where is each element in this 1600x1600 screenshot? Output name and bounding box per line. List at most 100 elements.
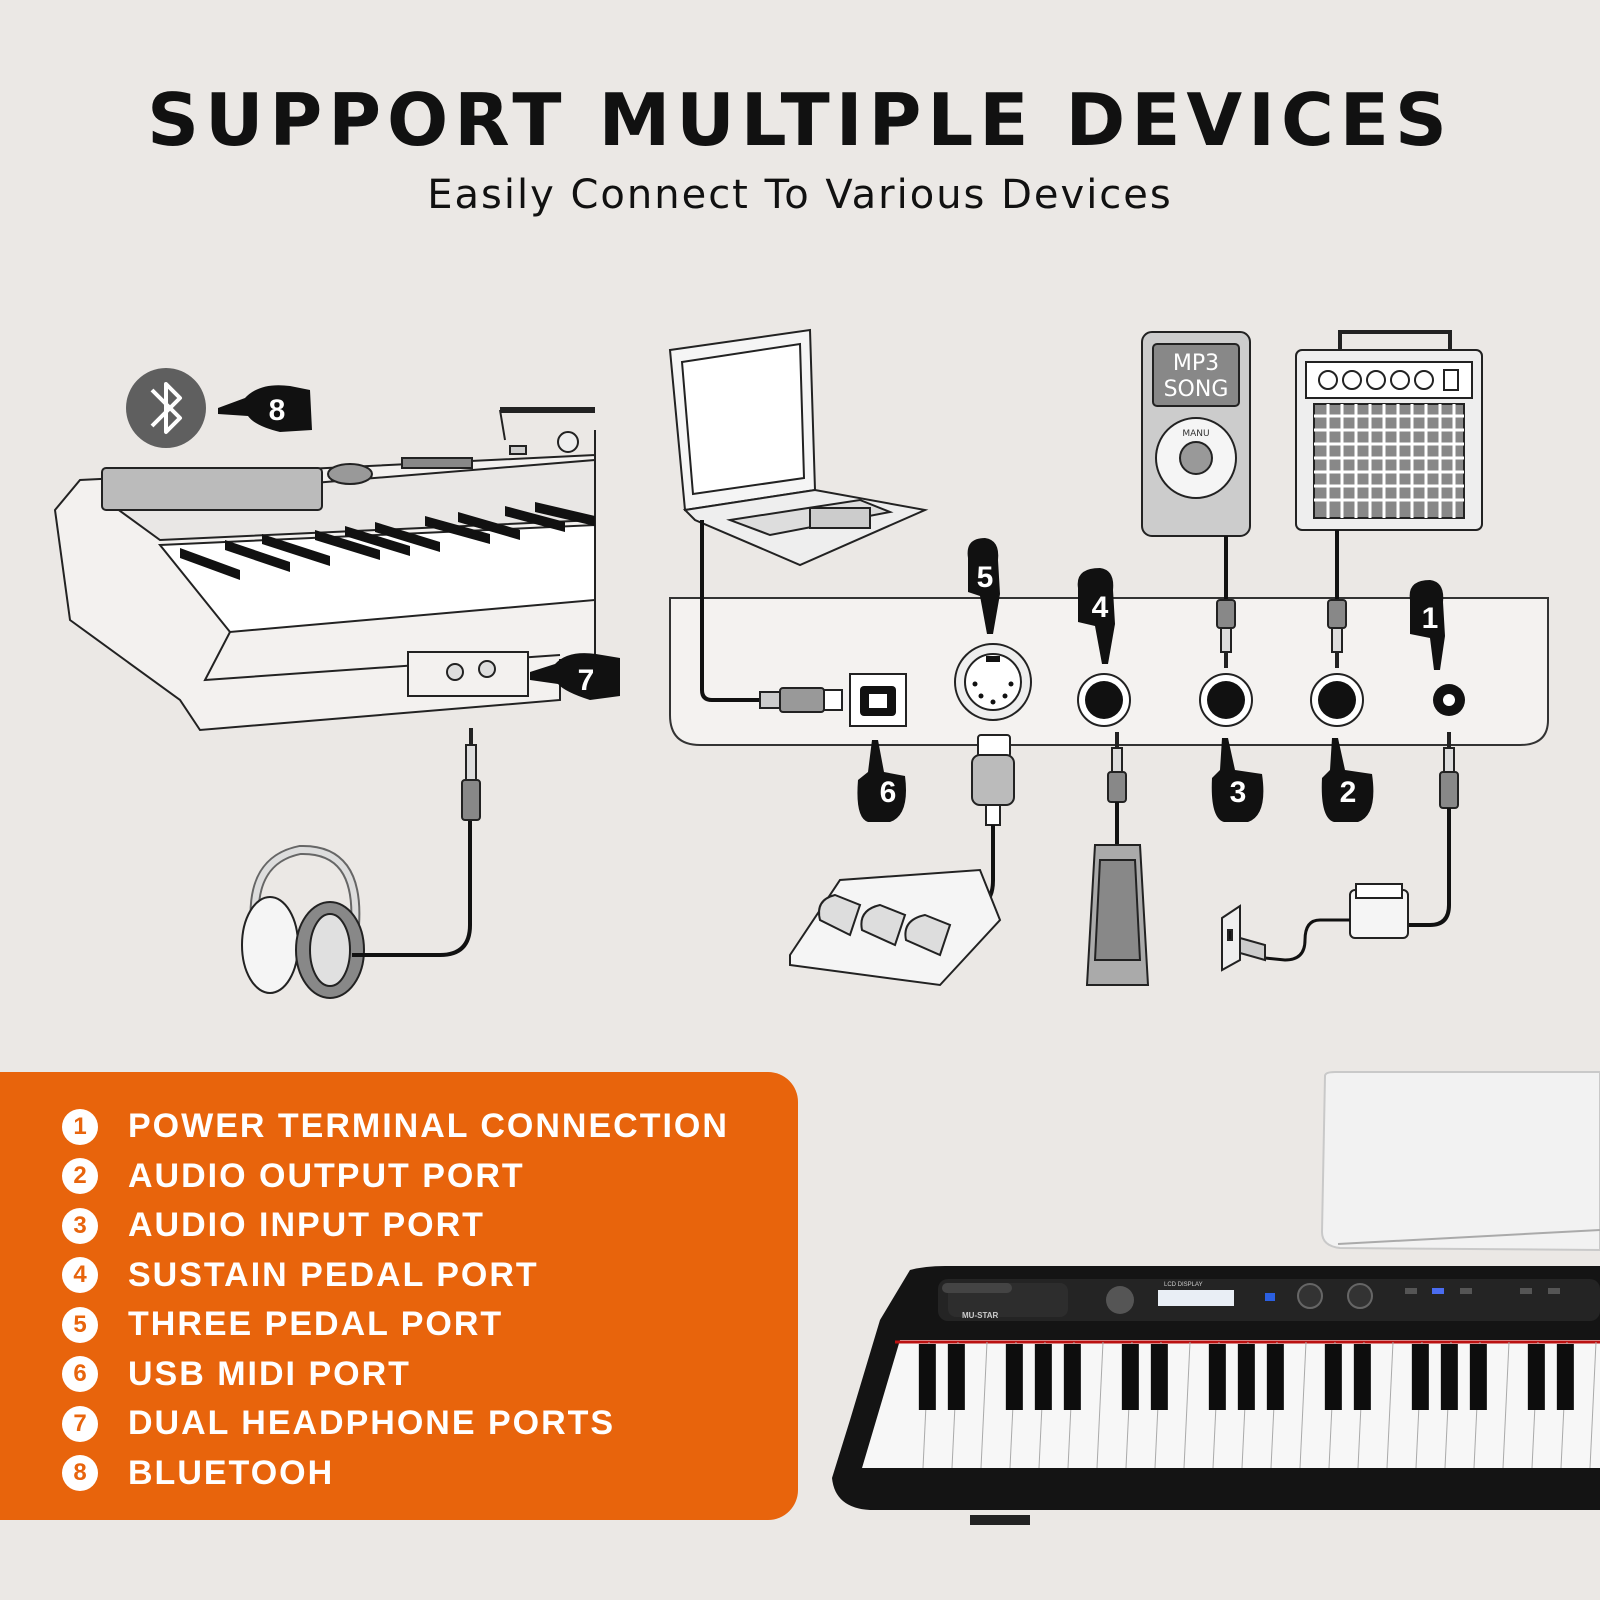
- pointer-number-7: 7: [578, 664, 595, 697]
- mp3-player-icon: [1141, 331, 1251, 537]
- legend-panel: [0, 1072, 798, 1520]
- amplifier-grille: [1314, 404, 1464, 518]
- white-key-divider: [1299, 1341, 1307, 1469]
- pointer-hand-3: 3: [1211, 738, 1264, 822]
- legend-item-power: 1 POWER TERMINAL CONNECTION: [62, 1102, 729, 1152]
- legend-number: 4: [62, 1257, 98, 1294]
- headphone-cable: [352, 820, 472, 957]
- port-legend-list: 1 POWER TERMINAL CONNECTION 2 AUDIO OUTPUT…: [62, 1102, 729, 1498]
- legend-label: POWER TERMINAL CONNECTION: [128, 1107, 729, 1146]
- black-key: [1034, 1344, 1052, 1410]
- white-key-divider: [1183, 1341, 1191, 1469]
- legend-label: SUSTAIN PEDAL PORT: [128, 1255, 539, 1294]
- usb-plug: [759, 687, 843, 713]
- pointer-hand-5: 5: [967, 538, 1000, 634]
- headphone-jack-plug: [461, 728, 481, 821]
- pointer-number-3: 3: [1230, 776, 1247, 809]
- black-key: [1411, 1344, 1429, 1410]
- pointer-hand-1: 1: [1409, 580, 1445, 670]
- black-key: [1266, 1344, 1284, 1410]
- midi-plug: [971, 734, 1015, 826]
- piano-brand: MU-STAR: [962, 1311, 999, 1320]
- legend-number: 3: [62, 1207, 98, 1244]
- legend-item-sustain-pedal: 4 SUSTAIN PEDAL PORT: [62, 1251, 729, 1301]
- pointer-hand-2: 2: [1321, 738, 1374, 822]
- piano-display-label: LCD DISPLAY: [1164, 1282, 1203, 1288]
- adapter-cord: [1264, 918, 1350, 962]
- black-key: [1121, 1344, 1139, 1410]
- white-key-divider: [1502, 1341, 1510, 1469]
- audio-output-port: [1310, 673, 1364, 727]
- legend-label: AUDIO OUTPUT PORT: [128, 1156, 525, 1195]
- sustain-pedal-icon: [1085, 844, 1150, 986]
- legend-label: AUDIO INPUT PORT: [128, 1206, 485, 1245]
- page-subtitle: Easily Connect To Various Devices: [427, 172, 1173, 218]
- white-key-divider: [1386, 1341, 1394, 1469]
- black-key: [947, 1344, 965, 1410]
- black-key: [1005, 1344, 1023, 1410]
- black-key: [1527, 1344, 1545, 1410]
- black-key: [918, 1344, 936, 1410]
- power-adapter-icon: [1349, 883, 1409, 939]
- mp3-screen-line1: MP3: [1173, 351, 1219, 376]
- mp3-screen-line2: SONG: [1164, 377, 1229, 402]
- legend-number: 1: [62, 1108, 98, 1145]
- piano-black-keys: [918, 1344, 1574, 1410]
- legend-number: 7: [62, 1405, 98, 1442]
- legend-label: DUAL HEADPHONE PORTS: [128, 1404, 616, 1443]
- black-key: [1440, 1344, 1458, 1410]
- black-key: [1469, 1344, 1487, 1410]
- mp3-jack-plug: [1216, 599, 1236, 668]
- black-key: [1208, 1344, 1226, 1410]
- black-key: [1063, 1344, 1081, 1410]
- pointer-hand-6: 6: [857, 740, 906, 822]
- piano-photo: MU-STAR LCD DISPLAY: [832, 1071, 1600, 1525]
- legend-item-audio-output: 2 AUDIO OUTPUT PORT: [62, 1152, 729, 1202]
- legend-item-headphones: 7 DUAL HEADPHONE PORTS: [62, 1399, 729, 1449]
- legend-number: 5: [62, 1306, 98, 1343]
- page-title: SUPPORT MULTIPLE DEVICES: [147, 78, 1453, 162]
- white-key-divider: [1589, 1341, 1597, 1469]
- sustain-pedal-port: [1077, 673, 1131, 727]
- black-key: [1324, 1344, 1342, 1410]
- power-cable: [1405, 808, 1451, 927]
- legend-item-audio-input: 3 AUDIO INPUT PORT: [62, 1201, 729, 1251]
- pointer-hand-7: 7: [530, 653, 620, 700]
- legend-label: THREE PEDAL PORT: [128, 1305, 504, 1344]
- black-key: [1237, 1344, 1255, 1410]
- white-key-divider: [1096, 1341, 1104, 1469]
- pointer-number-1: 1: [1422, 602, 1439, 635]
- power-jack-plug: [1439, 732, 1459, 809]
- laptop-icon: [668, 328, 929, 567]
- pointer-number-8: 8: [269, 394, 286, 427]
- black-key: [1150, 1344, 1168, 1410]
- legend-item-three-pedal: 5 THREE PEDAL PORT: [62, 1300, 729, 1350]
- headphones-icon: [241, 844, 365, 999]
- legend-label: USB MIDI PORT: [128, 1354, 411, 1393]
- legend-number: 6: [62, 1356, 98, 1393]
- mp3-wheel-label: MANU: [1182, 429, 1209, 439]
- white-key-divider: [980, 1341, 988, 1469]
- keyboard-black-keys: [180, 502, 595, 580]
- pointer-hand-8: 8: [218, 385, 312, 432]
- legend-number: 2: [62, 1158, 98, 1195]
- legend-number: 8: [62, 1455, 98, 1492]
- pointer-number-2: 2: [1340, 776, 1357, 809]
- amplifier-jack-plug: [1327, 599, 1347, 668]
- three-pedal-port: [954, 643, 1032, 721]
- keyboard-illustration: [53, 407, 596, 732]
- pointer-number-6: 6: [880, 776, 897, 809]
- wall-outlet-icon: [1221, 904, 1266, 972]
- pointer-hand-4: 4: [1077, 568, 1115, 664]
- usb-midi-port: [849, 673, 907, 727]
- pointer-number-4: 4: [1092, 591, 1109, 624]
- black-key: [1556, 1344, 1574, 1410]
- audio-input-port: [1199, 673, 1253, 727]
- bluetooth-icon: [126, 368, 206, 448]
- pointer-number-5: 5: [977, 561, 994, 594]
- black-key: [1353, 1344, 1371, 1410]
- three-pedal-unit-icon: [789, 868, 1002, 987]
- usb-cable: [700, 520, 780, 702]
